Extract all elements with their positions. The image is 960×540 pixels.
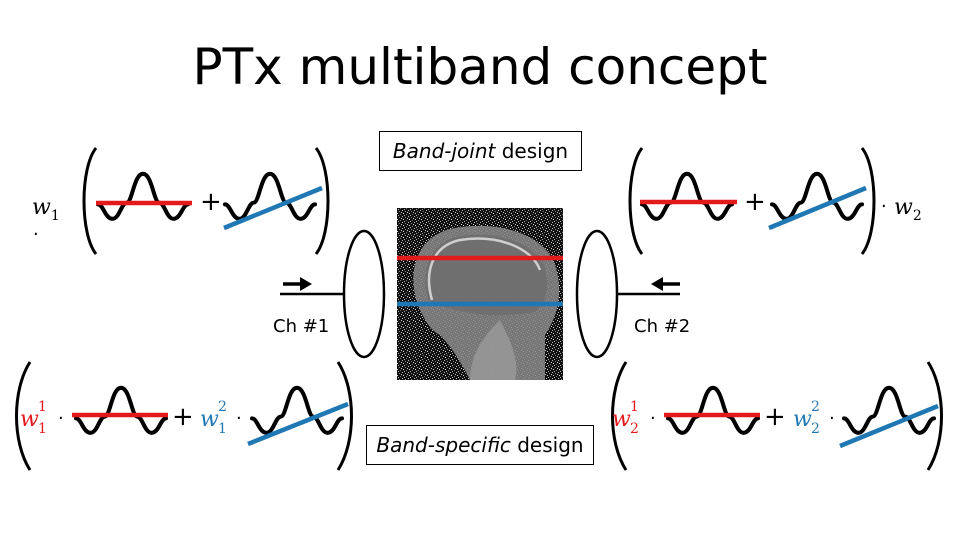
- band-joint-label: Band-joint design: [379, 131, 582, 171]
- joint-ch2-group: [628, 147, 876, 255]
- weight-w22: w 2 2: [793, 399, 820, 437]
- arrow-left-icon: [651, 277, 680, 291]
- plus-joint-ch1: +: [200, 187, 222, 217]
- plus-joint-ch2: +: [744, 187, 766, 217]
- dot-w2: ·: [881, 196, 887, 217]
- dot-w11: ·: [58, 408, 64, 429]
- specific-ch1-group: [15, 361, 353, 471]
- dot-w12: ·: [236, 408, 242, 429]
- band-specific-italic: Band-specific: [376, 433, 511, 457]
- weight-w1: w1: [32, 195, 60, 224]
- weight-w11: w 1 1: [20, 399, 47, 437]
- svg-text:w: w: [793, 407, 812, 432]
- svg-text:1: 1: [218, 421, 227, 437]
- mri-head-image: [397, 208, 563, 380]
- svg-text:2: 2: [811, 399, 820, 415]
- channel-1-label: Ch #1: [273, 316, 330, 337]
- plus-specific-ch2: +: [764, 402, 786, 432]
- band-specific-rest: design: [510, 433, 584, 457]
- svg-text:w: w: [200, 407, 219, 432]
- svg-text:1: 1: [38, 421, 47, 437]
- svg-text:2: 2: [218, 399, 227, 415]
- dot-w1: ·: [33, 224, 39, 245]
- svg-text:w: w: [20, 407, 39, 432]
- coil-2-ellipse: [575, 229, 619, 359]
- band-joint-italic: Band-joint: [392, 139, 496, 163]
- channel-2-label: Ch #2: [634, 316, 691, 337]
- svg-text:1: 1: [38, 399, 47, 415]
- weight-w21: w 1 2: [612, 399, 639, 437]
- dot-w22: ·: [829, 408, 835, 429]
- joint-ch1-group: [82, 147, 330, 255]
- svg-text:w: w: [612, 407, 631, 432]
- weight-w12: w 2 1: [200, 399, 227, 437]
- specific-ch2-group: [611, 361, 943, 471]
- slide-title: PTx multiband concept: [192, 38, 768, 96]
- svg-text:2: 2: [630, 421, 639, 437]
- dot-w21: ·: [650, 408, 656, 429]
- weight-w2: w2: [894, 195, 922, 224]
- svg-text:1: 1: [630, 399, 639, 415]
- plus-specific-ch1: +: [172, 402, 194, 432]
- arrow-right-icon: [283, 277, 312, 291]
- band-specific-label: Band-specific design: [366, 425, 594, 465]
- svg-text:2: 2: [811, 421, 820, 437]
- coil-1-ellipse: [342, 229, 386, 359]
- band-joint-rest: design: [495, 139, 569, 163]
